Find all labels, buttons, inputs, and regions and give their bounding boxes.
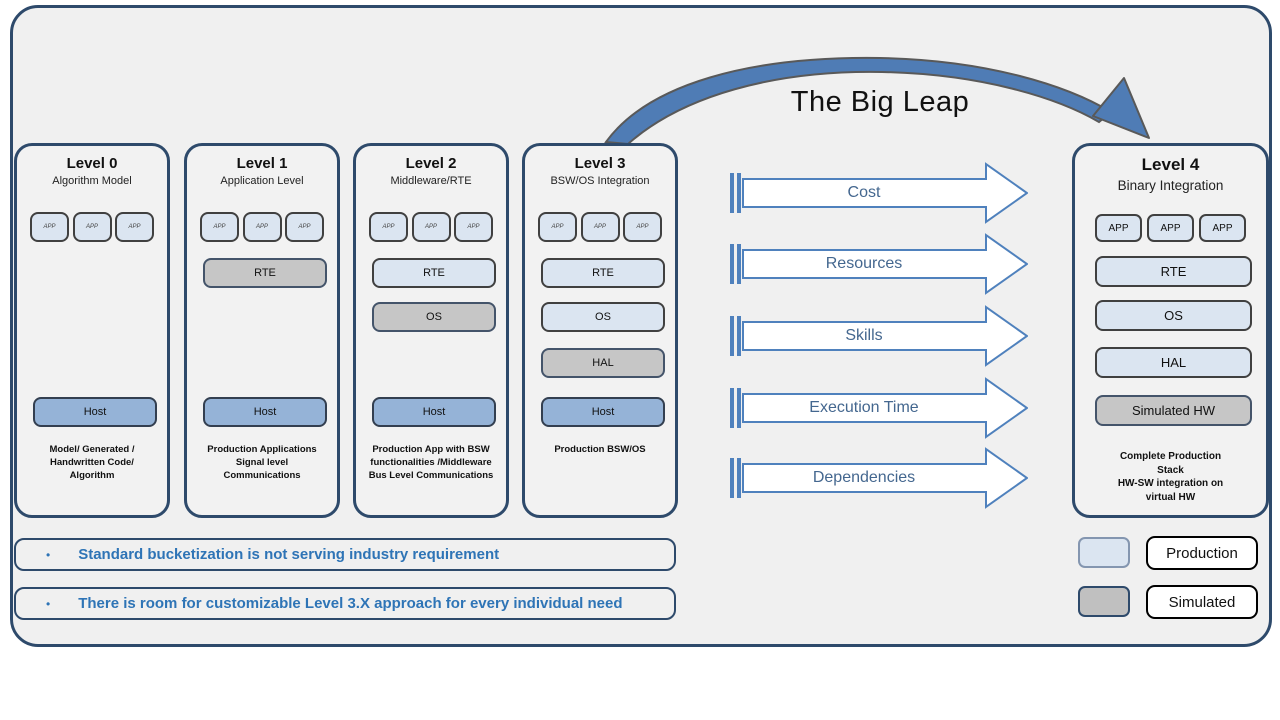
app-label: APP [467,224,480,230]
hal-box: HAL [541,348,665,378]
level-subtitle: BSW/OS Integration [550,175,650,187]
bullet-icon: • [46,547,51,562]
level-card-3: Level 3 BSW/OS Integration APP APP APP R… [522,143,678,518]
simulated-hw-box: Simulated HW [1095,395,1252,426]
app-label: APP [85,224,98,230]
arrow-label: Skills [845,327,883,344]
app-box: APP [115,212,154,242]
app-row: APP APP APP [200,212,324,242]
comparison-arrow-dependencies: Dependencies [730,446,1028,510]
note-box-1: • Standard bucketization is not serving … [14,538,676,571]
level-subtitle: Algorithm Model [52,175,132,187]
legend-label-simulated: Simulated [1146,585,1258,619]
app-label: APP [255,224,268,230]
app-row: APP APP APP [30,212,154,242]
level-caption: Complete Production Stack HW-SW integrat… [1117,451,1224,503]
level-caption: Production BSW/OS [554,444,646,455]
app-label: APP [636,224,649,230]
app-box: APP [30,212,69,242]
os-box: OS [541,302,665,332]
app-label: APP [298,224,311,230]
app-box: APP [1199,214,1246,242]
level-title: Level 2 [405,155,457,172]
level-caption: Production Applications Signal level Com… [207,444,317,481]
rte-box: RTE [541,258,665,288]
arrow-label: Resources [825,255,903,272]
legend-swatch-production [1078,537,1130,568]
app-box: APP [623,212,662,242]
app-row: APP APP APP [538,212,662,242]
app-box: APP [1095,214,1142,242]
rte-box: RTE [203,258,327,288]
app-box: APP [454,212,493,242]
app-label: APP [213,224,226,230]
app-label: APP [128,224,141,230]
app-row: APP APP APP [1095,214,1246,242]
level-card-1: Level 1 Application Level APP APP APP RT… [184,143,340,518]
app-label: APP [1108,222,1129,234]
app-label: APP [1160,222,1181,234]
hal-box: HAL [1095,347,1252,378]
note-text: There is room for customizable Level 3.X… [78,595,623,612]
app-box: APP [72,212,112,242]
host-box: Host [372,397,496,427]
host-box: Host [33,397,157,427]
app-box: APP [1147,214,1194,242]
level-title: Level 1 [236,155,288,172]
app-row: APP APP APP [369,212,493,242]
app-label: APP [424,224,437,230]
legend-label-production: Production [1146,536,1258,570]
app-box: APP [285,212,324,242]
comparison-arrow-execution-time: Execution Time [730,376,1028,440]
app-label: APP [1212,222,1233,234]
note-text: Standard bucketization is not serving in… [78,546,500,563]
app-box: APP [200,212,239,242]
big-leap-title: The Big Leap [790,86,970,118]
comparison-arrow-skills: Skills [730,304,1028,368]
rte-box: RTE [1095,256,1252,287]
app-label: APP [43,224,56,230]
arrow-label: Execution Time [809,399,919,416]
level-card-4: Level 4 Binary Integration APP APP APP R… [1072,143,1269,518]
arrow-label: Dependencies [812,469,916,486]
level-subtitle: Application Level [220,175,304,187]
level-caption: Production App with BSW functionalities … [368,444,494,481]
bullet-icon: • [46,596,51,611]
comparison-arrow-resources: Resources [730,232,1028,296]
app-box: APP [538,212,577,242]
level-title: Level 0 [66,155,118,172]
app-label: APP [551,224,564,230]
rte-box: RTE [372,258,496,288]
app-box: APP [242,212,282,242]
level-title: Level 3 [574,155,626,172]
os-box: OS [372,302,496,332]
app-label: APP [382,224,395,230]
level-subtitle: Binary Integration [1117,178,1224,193]
big-leap-arrow-icon [604,56,1150,146]
level-card-2: Level 2 Middleware/RTE APP APP APP RTE O… [353,143,509,518]
level-subtitle: Middleware/RTE [390,175,472,187]
app-box: APP [411,212,451,242]
app-box: APP [369,212,408,242]
note-box-2: • There is room for customizable Level 3… [14,587,676,620]
host-box: Host [203,397,327,427]
os-box: OS [1095,300,1252,331]
host-box: Host [541,397,665,427]
arrow-label: Cost [847,184,881,201]
app-box: APP [580,212,620,242]
level-caption: Model/ Generated / Handwritten Code/ Alg… [49,444,135,481]
legend-swatch-simulated [1078,586,1130,617]
level-title: Level 4 [1141,155,1200,174]
comparison-arrow-cost: Cost [730,161,1028,225]
level-card-0: Level 0 Algorithm Model APP APP APP Host… [14,143,170,518]
app-label: APP [593,224,606,230]
